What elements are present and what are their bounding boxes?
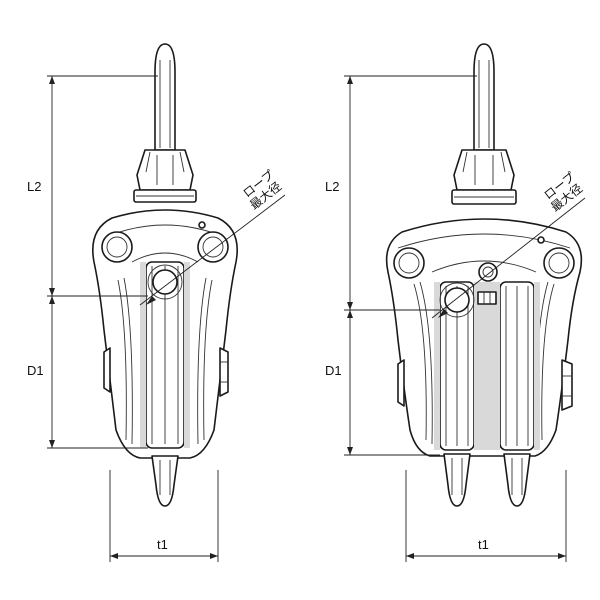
d1-dimension xyxy=(344,310,440,456)
sheave-left xyxy=(434,281,475,451)
t1-dimension xyxy=(405,470,567,562)
side-nuts xyxy=(397,359,573,411)
t1-dimension xyxy=(109,470,219,562)
l2-label: L2 xyxy=(325,179,339,194)
single-sheave-block: ロープ 最大径 L2 D1 t1 xyxy=(27,43,286,562)
pin-holes xyxy=(393,236,575,282)
t1-label: t1 xyxy=(157,537,168,552)
side-nuts xyxy=(103,347,229,397)
l2-dimension xyxy=(47,75,158,297)
sheave xyxy=(140,261,190,449)
swivel-collar xyxy=(133,149,197,203)
l2-dimension xyxy=(344,75,477,311)
double-sheave-block: ロープ 最大径 L2 D1 t1 xyxy=(325,43,586,562)
rope-diameter-leader xyxy=(139,194,286,306)
hook-shank xyxy=(473,43,495,151)
t1-label: t1 xyxy=(478,537,489,552)
d1-label: D1 xyxy=(325,363,342,378)
d1-label: D1 xyxy=(27,363,44,378)
rope-diameter-leader xyxy=(431,197,586,319)
sheave-right xyxy=(474,281,540,451)
pin-holes xyxy=(101,221,229,263)
bottom-tabs xyxy=(443,453,531,507)
d1-dimension xyxy=(47,296,148,449)
bottom-tab xyxy=(151,455,179,507)
swivel-collar xyxy=(451,149,517,205)
l2-label: L2 xyxy=(27,179,41,194)
hook-shank xyxy=(154,43,176,151)
